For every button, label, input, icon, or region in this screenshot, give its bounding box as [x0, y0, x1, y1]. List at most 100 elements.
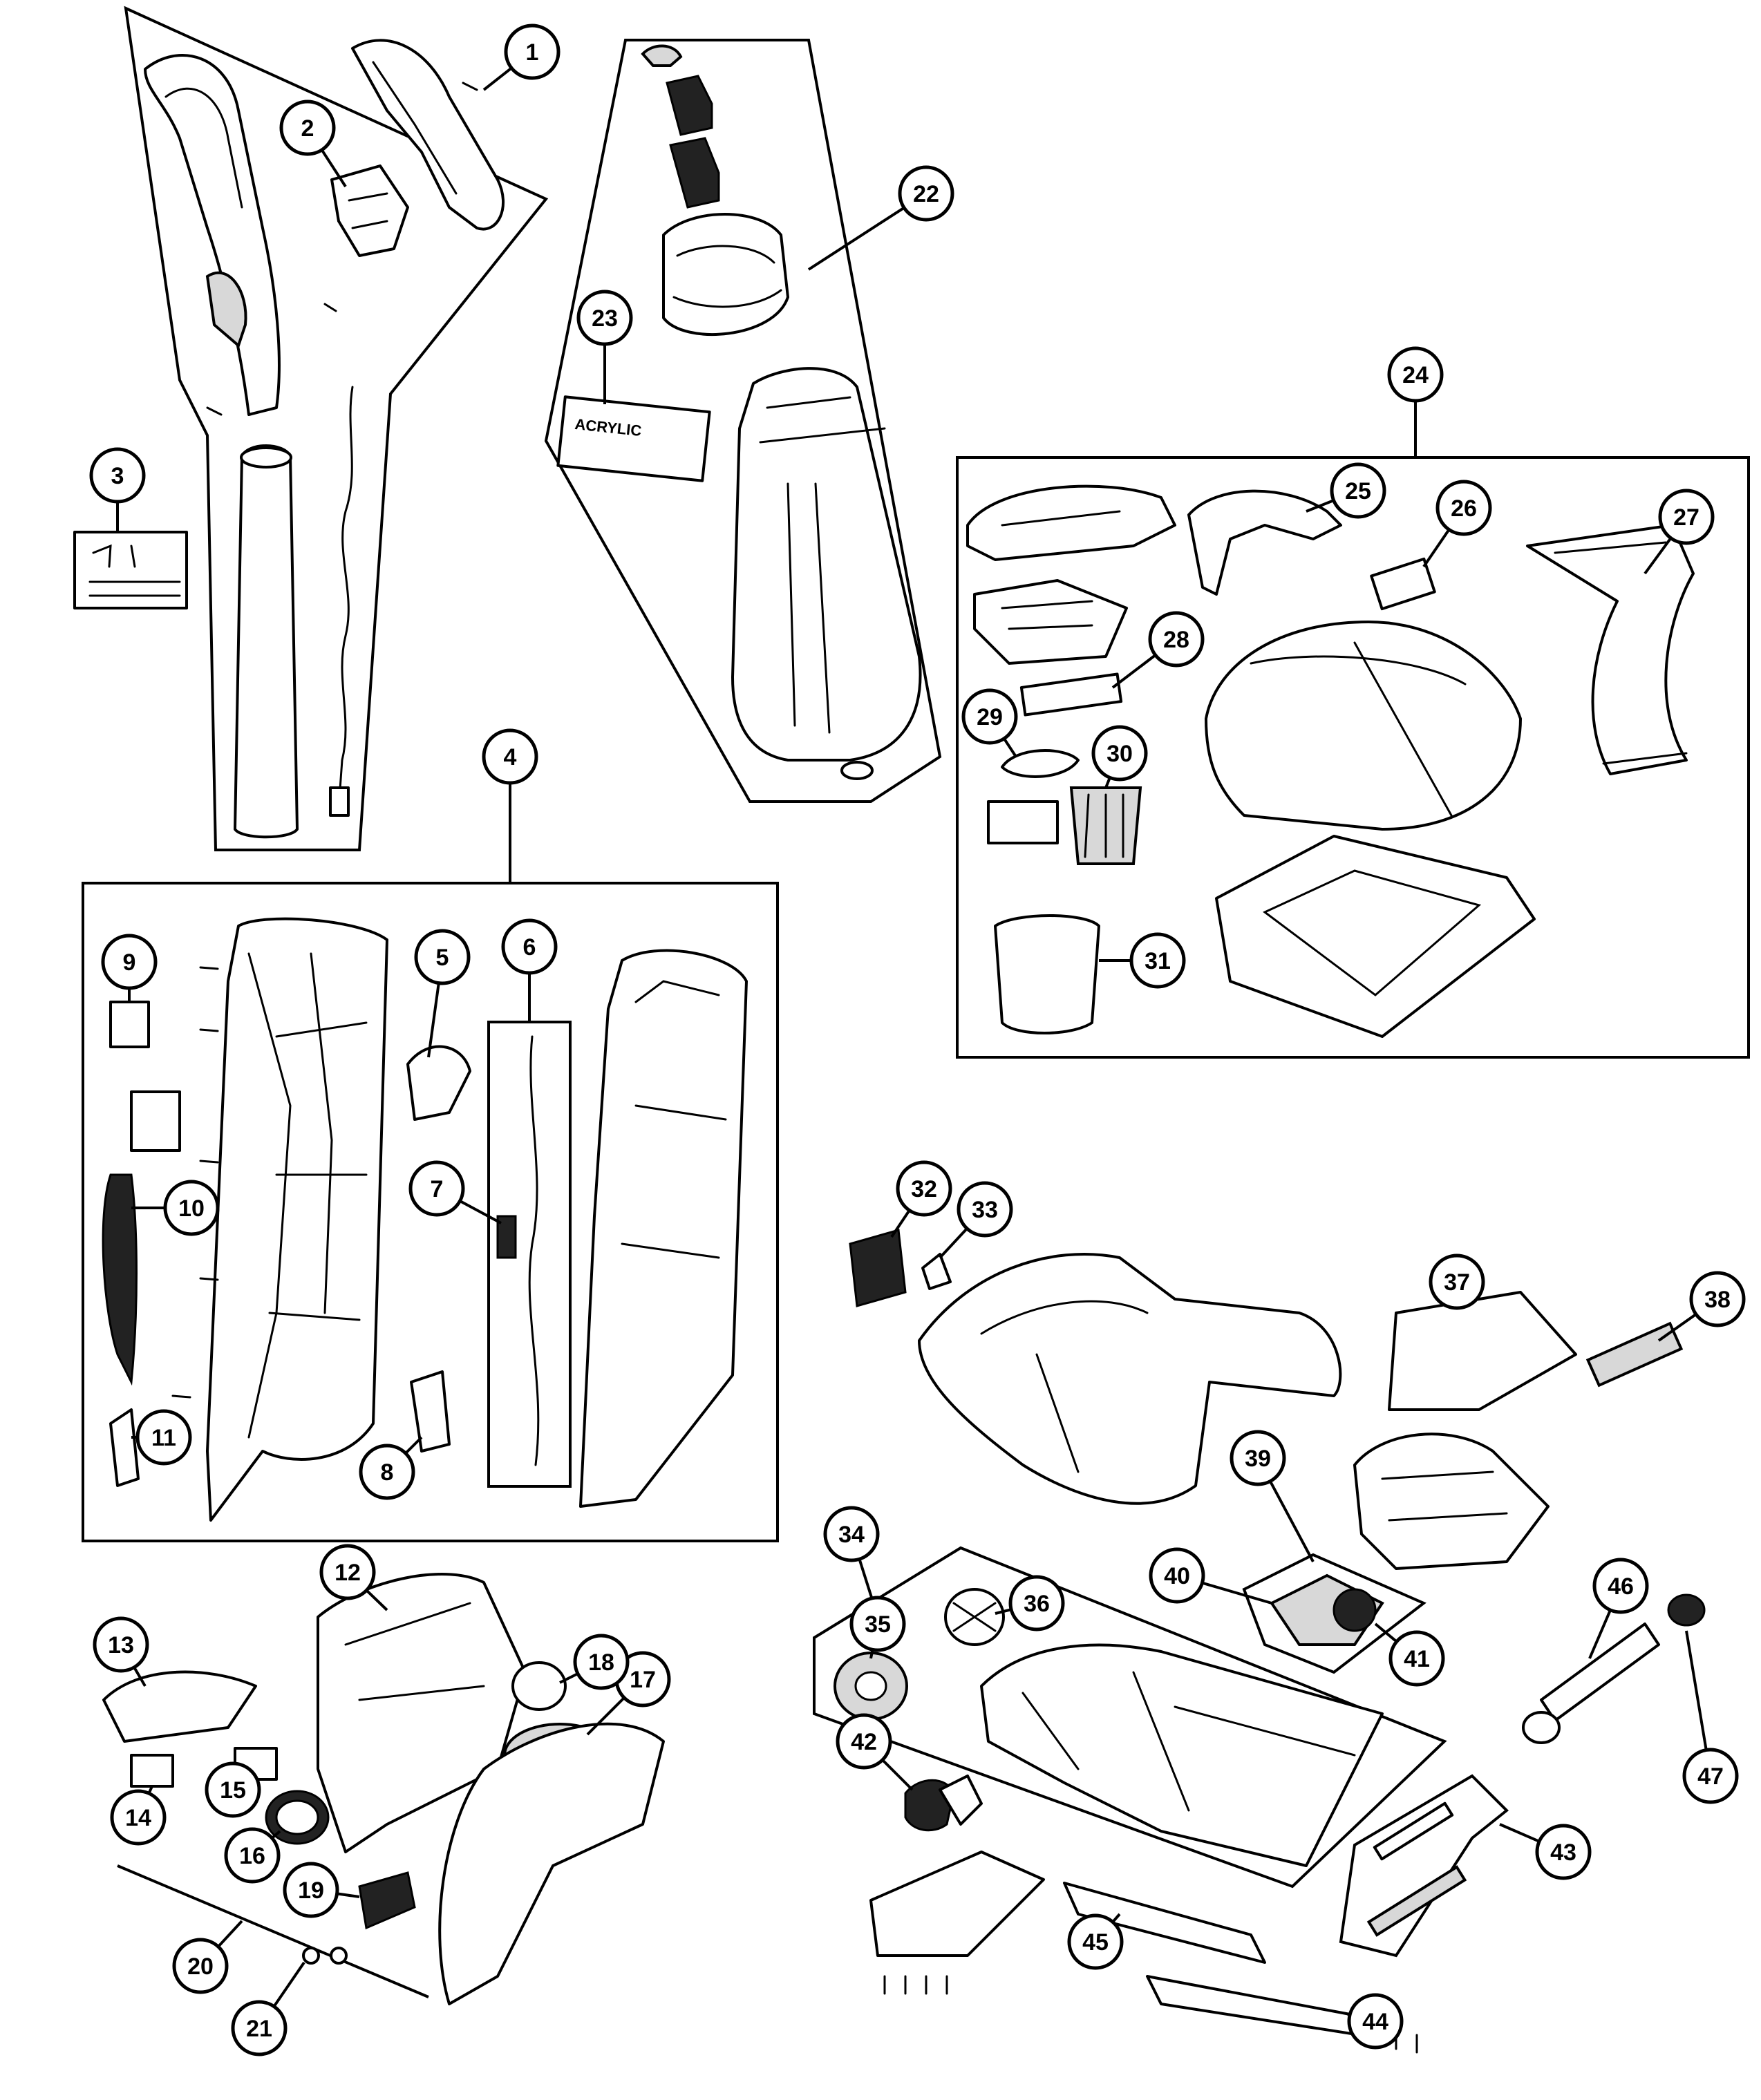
- lower-base: [438, 1722, 665, 2005]
- callout-number: 11: [151, 1425, 176, 1451]
- callout-34: 34: [823, 1506, 880, 1562]
- callout-number: 42: [851, 1729, 877, 1755]
- callout-circle: [849, 1596, 906, 1652]
- base-group: [813, 1546, 1447, 1889]
- callout-circle: [1230, 1430, 1286, 1486]
- callout-42: 42: [836, 1713, 892, 1770]
- tank-valve-bottom: [840, 761, 874, 780]
- callout-46: 46: [1592, 1558, 1649, 1614]
- callout-number: 7: [431, 1176, 444, 1202]
- callout-27: 27: [1658, 489, 1715, 545]
- recovery-tank-group: [956, 456, 1750, 1059]
- clean-water-tank: [731, 367, 922, 762]
- callout-number: 5: [436, 945, 449, 971]
- tank-valve-2: [669, 137, 720, 209]
- squeegee-strip: [1373, 1801, 1454, 1861]
- callout-circle: [1347, 1993, 1404, 2050]
- cord-hook: [109, 1408, 140, 1487]
- agitator-screws: [883, 1975, 948, 1995]
- callout-circle: [205, 1761, 261, 1818]
- leader-line-45: [1111, 1913, 1121, 1923]
- callout-23: 23: [576, 290, 633, 346]
- callout-5: 5: [414, 929, 471, 985]
- leader-line-5: [427, 983, 440, 1058]
- leader-line-29: [1003, 737, 1017, 758]
- leader-line-43: [1499, 1823, 1540, 1843]
- callout-number: 20: [187, 1954, 214, 1980]
- tank-valve-1: [666, 75, 713, 136]
- callout-8: 8: [359, 1444, 415, 1500]
- hose-wire: [528, 1035, 540, 1466]
- indicator-33: [921, 1253, 952, 1290]
- callout-number: 2: [301, 115, 314, 142]
- callout-25: 25: [1330, 462, 1386, 519]
- callout-number: 32: [911, 1176, 937, 1202]
- body-rear-cover: [579, 949, 748, 1508]
- callout-circle: [1388, 1630, 1445, 1687]
- brush-strip-38: [1585, 1321, 1684, 1388]
- callout-36: 36: [1008, 1575, 1065, 1631]
- callout-circle: [93, 1616, 149, 1673]
- callout-14: 14: [110, 1789, 167, 1846]
- callout-circle: [1149, 1547, 1205, 1604]
- handle-switch: [330, 164, 409, 257]
- callout-circle: [1682, 1748, 1739, 1804]
- callout-24: 24: [1387, 346, 1444, 403]
- callout-circle: [172, 1938, 229, 1994]
- callout-circle: [957, 1181, 1013, 1238]
- bottom-plate-44: [1146, 1975, 1384, 2040]
- leader-line-46: [1588, 1609, 1612, 1659]
- tank-label-23: [556, 395, 711, 482]
- callout-32: 32: [896, 1160, 952, 1217]
- callout-number: 35: [865, 1611, 891, 1638]
- tank-lid: [662, 213, 789, 336]
- motor-group: [1242, 1553, 1426, 1674]
- base-group-frame: [813, 1546, 1447, 1889]
- body-group-frame: [82, 882, 779, 1542]
- leader-line-47: [1685, 1630, 1708, 1750]
- leader-line-32: [890, 1209, 911, 1238]
- body-latch: [406, 1045, 471, 1121]
- callout-circle: [482, 728, 538, 785]
- callout-number: 40: [1164, 1563, 1190, 1589]
- callout-13: 13: [93, 1616, 149, 1673]
- callout-circle: [1435, 480, 1492, 536]
- float-housing: [987, 800, 1059, 844]
- callout-33: 33: [957, 1181, 1013, 1238]
- callout-44: 44: [1347, 1993, 1404, 2050]
- brush-housing: [1353, 1432, 1550, 1570]
- leader-line-7: [459, 1200, 502, 1224]
- leader-line-38: [1657, 1313, 1697, 1342]
- recovery-strainer: [973, 579, 1128, 665]
- pedal-cover: [102, 1670, 257, 1743]
- tank-group-frame: [544, 39, 942, 803]
- leader-line-41: [1374, 1623, 1398, 1643]
- float-bracket: [1187, 489, 1342, 596]
- callout-37: 37: [1429, 1254, 1485, 1310]
- callout-circle: [576, 290, 633, 346]
- callout-number: 41: [1404, 1646, 1430, 1672]
- leader-line-25: [1306, 499, 1335, 513]
- handle-trigger: [205, 271, 247, 348]
- callout-39: 39: [1230, 1430, 1286, 1486]
- callout-20: 20: [172, 1938, 229, 1994]
- callout-40: 40: [1149, 1547, 1205, 1604]
- leader-line-26: [1422, 529, 1451, 568]
- callout-circle: [573, 1634, 630, 1690]
- callout-number: 47: [1697, 1763, 1724, 1790]
- recovery-group-frame: [956, 456, 1750, 1059]
- leader-line-28: [1111, 654, 1156, 689]
- axle-washer-2: [330, 1947, 348, 1965]
- callout-circle: [898, 165, 954, 222]
- recovery-tank: [1205, 621, 1522, 831]
- filter-screen: [1370, 557, 1436, 611]
- callout-number: 28: [1163, 627, 1189, 653]
- body-assembly-group: [82, 882, 779, 1542]
- callout-19: 19: [283, 1862, 339, 1918]
- callout-number: 25: [1345, 478, 1371, 504]
- callout-number: 10: [178, 1195, 205, 1222]
- callout-number: 13: [108, 1632, 134, 1658]
- callout-number: 12: [335, 1560, 361, 1586]
- leader-line-18: [559, 1672, 578, 1684]
